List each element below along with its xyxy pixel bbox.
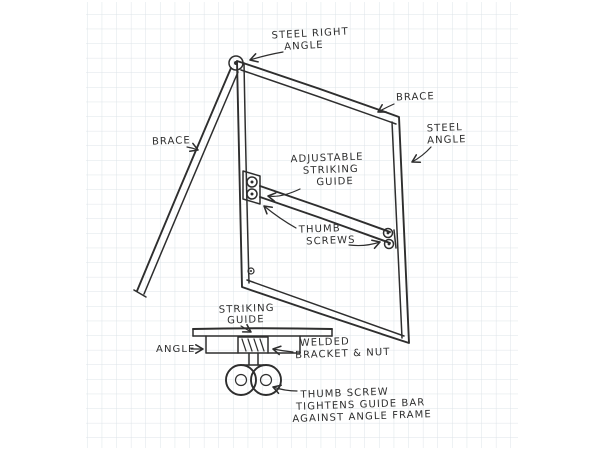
brace-end-cap xyxy=(133,289,147,298)
arrow-welded-bracket xyxy=(272,345,294,356)
label-brace-right: BRACE xyxy=(396,91,435,103)
frame-rivet xyxy=(247,267,255,275)
guide-bar-top-line xyxy=(259,185,391,233)
arrow-thumb-screws-right xyxy=(348,239,381,250)
labels: STEEL RIGHT ANGLE BRACE STEEL ANGLE BRAC… xyxy=(152,26,468,425)
detail-bracket-hatching xyxy=(241,338,265,352)
label-steel-angle: STEEL ANGLE xyxy=(427,122,468,146)
knob-lobe-right-inner xyxy=(259,373,273,387)
arrow-thumb-screws-left xyxy=(263,205,297,229)
frame-top-edge-inner-line xyxy=(240,69,397,125)
steel-frame xyxy=(228,55,410,344)
thumb-screw-left-upper xyxy=(246,176,258,188)
arrow-adjustable-guide xyxy=(267,188,301,203)
callout-arrows xyxy=(186,51,432,395)
thumb-screw-right-lower-dot xyxy=(387,242,391,246)
label-brace-left: BRACE xyxy=(152,135,191,147)
brace-line-inner xyxy=(143,71,239,295)
arrow-brace-left xyxy=(186,142,199,153)
thumb-screw-right-upper-dot xyxy=(386,231,390,235)
thumb-screw-right-upper xyxy=(382,227,394,239)
brace-line-outer xyxy=(136,67,232,292)
detail-bracket-block xyxy=(237,336,269,354)
frame-outline xyxy=(236,60,410,344)
knob-lobe-left-inner xyxy=(234,373,248,387)
label-striking-guide-detail: STRIKING GUIDE xyxy=(219,303,280,327)
graph-paper xyxy=(86,2,518,448)
thumb-screw-left-lower xyxy=(246,188,258,200)
detail-guide-bar-top xyxy=(192,327,333,330)
thumb-screw-left-upper-dot xyxy=(250,180,254,184)
arrow-steel-angle xyxy=(411,146,432,164)
thumb-screw-left-lower-dot xyxy=(250,192,254,196)
label-adjustable-striking-guide: ADJUSTABLE STRIKING GUIDE xyxy=(290,151,369,189)
diagonal-brace xyxy=(133,67,239,298)
frame-left-edge-inner-line xyxy=(243,62,250,284)
label-steel-right-angle: STEEL RIGHT ANGLE xyxy=(271,26,354,53)
frame-bottom-edge-inner-line xyxy=(246,279,405,337)
arrow-steel-right-angle xyxy=(249,51,284,63)
frame-rivet-dot xyxy=(250,270,252,272)
label-thumb-screws: THUMB SCREWS xyxy=(298,223,356,248)
corner-gusset-circle xyxy=(228,55,244,71)
knob-lobe-right xyxy=(250,364,282,396)
thumb-screw-right-lower xyxy=(383,238,395,250)
detail-bolt-shaft xyxy=(248,352,259,366)
arrow-brace-right xyxy=(377,103,395,113)
detail-angle-left xyxy=(205,335,239,354)
guide-bar-left-clamp xyxy=(242,170,261,205)
arrow-thumb-screw-note xyxy=(272,384,298,395)
corner-gusset-hole xyxy=(234,61,238,65)
label-welded-bracket-nut: WELDED BRACKET & NUT xyxy=(295,335,391,361)
label-thumb-screw-note: THUMB SCREW TIGHTENS GUIDE BAR AGAINST A… xyxy=(291,385,432,425)
knob-lobe-left xyxy=(225,364,257,396)
guide-bar-right-cap xyxy=(393,229,397,249)
arrow-striking-guide-detail xyxy=(240,323,252,333)
label-angle-detail: ANGLE xyxy=(156,344,195,355)
frame-right-edge-inner-line xyxy=(391,121,403,339)
